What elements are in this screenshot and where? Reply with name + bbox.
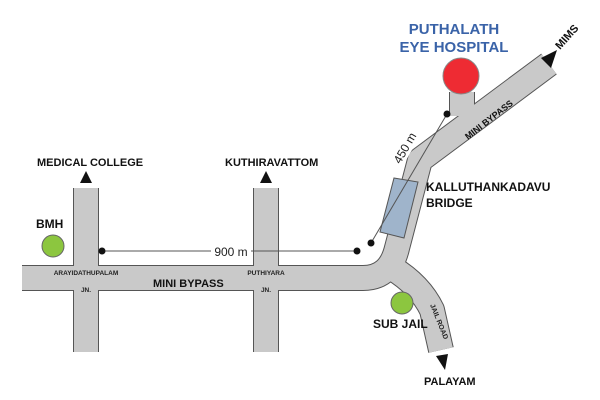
arayidathupalam-label-line2: JN.	[81, 287, 91, 294]
mims-label: MIMS	[553, 23, 581, 52]
palayam-label: PALAYAM	[424, 376, 476, 388]
bridge-label-line2: BRIDGE	[426, 196, 473, 210]
kuthiravattom-label: KUTHIRAVATTOM	[225, 157, 318, 169]
distance-900m-end	[353, 247, 361, 255]
hospital-marker	[442, 57, 480, 95]
hospital-name-line1: PUTHALATH	[409, 21, 500, 38]
kalluthankadavu-bridge	[379, 177, 419, 239]
distance-900m-start	[98, 247, 106, 255]
palayam-arrow	[436, 354, 448, 370]
puthiyara-label-line2: JN.	[261, 287, 271, 294]
sub-jail-marker	[390, 291, 414, 315]
distance-450m-start	[367, 239, 375, 247]
mims-arrow	[541, 50, 557, 68]
arayidathupalam-label-line1: ARAYIDATHUPALAM	[54, 270, 119, 277]
main-road	[22, 54, 557, 290]
distance-900m: 900 m	[98, 243, 361, 259]
sub-jail-label: SUB JAIL	[373, 317, 428, 331]
medical-college-arrow	[80, 171, 92, 183]
roads-fill	[22, 54, 557, 353]
bridge-label-line1: KALLUTHANKADAVU	[426, 180, 550, 194]
puthiyara-label-line1: PUTHIYARA	[247, 270, 285, 277]
distance-450m-end	[443, 110, 451, 118]
distance-900m-label: 900 m	[214, 245, 247, 259]
bmh-marker	[41, 234, 65, 258]
medical-college-label: MEDICAL COLLEGE	[37, 157, 143, 169]
main-road-label: MINI BYPASS	[153, 278, 224, 290]
bmh-label: BMH	[36, 217, 63, 231]
hospital-name-line2: EYE HOSPITAL	[400, 39, 509, 56]
kuthiravattom-arrow	[260, 171, 272, 183]
jail-road	[385, 257, 453, 353]
